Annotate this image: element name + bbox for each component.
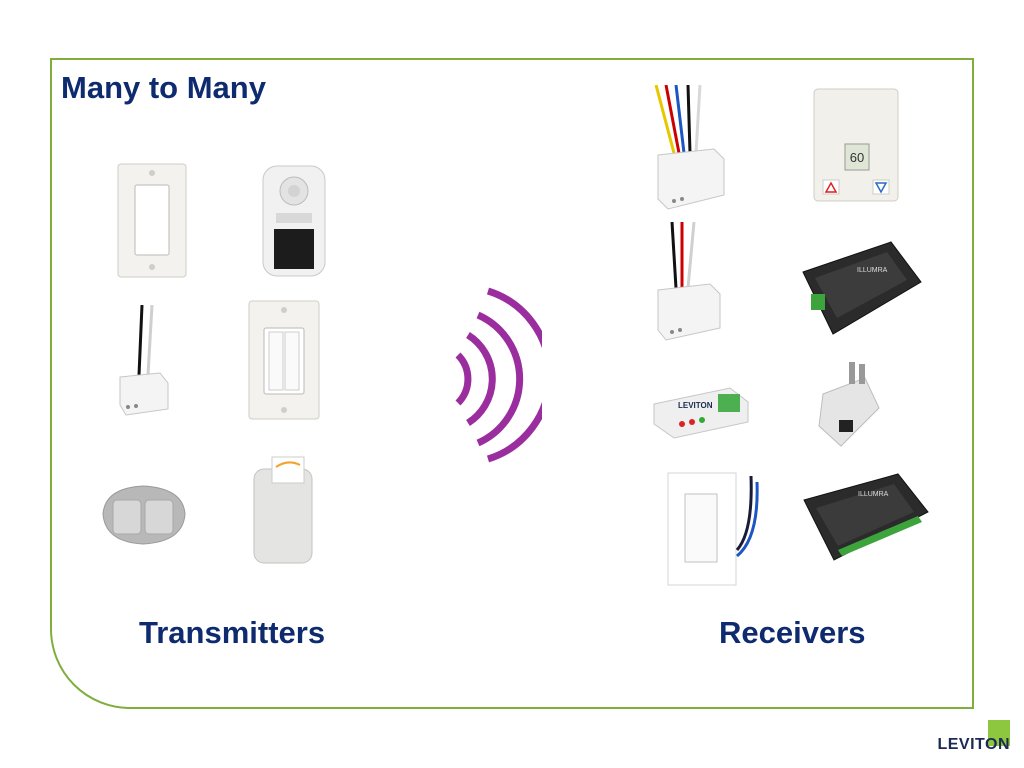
plug-in-receiver-image — [815, 360, 885, 450]
wired-wall-switch-receiver-image — [667, 472, 762, 587]
logo-green-square — [988, 720, 1010, 746]
wireless-signal-icon — [448, 285, 542, 465]
relay-receiver-image: LEVITON — [652, 382, 752, 440]
receivers-label: Receivers — [719, 615, 866, 650]
rocker-switch-image — [117, 163, 187, 278]
illumra-multi-channel-controller-image: ILLUMRA — [798, 470, 933, 565]
keycard-switch-image — [250, 455, 316, 565]
svg-text:ILLUMRA: ILLUMRA — [857, 267, 888, 274]
handheld-remote-image — [95, 478, 191, 550]
svg-text:LEVITON: LEVITON — [678, 401, 713, 410]
dual-rocker-switch-image — [248, 300, 320, 420]
switch-receiver-module-image — [650, 222, 725, 342]
svg-text:ILLUMRA: ILLUMRA — [858, 491, 889, 498]
svg-text:60: 60 — [850, 150, 864, 165]
illumra-controller-image: ILLUMRA — [795, 238, 925, 338]
slide-frame — [50, 58, 974, 709]
thermostat-image: 60 — [813, 88, 899, 202]
transmitters-label: Transmitters — [139, 615, 326, 650]
logo-text: LEVITON — [937, 736, 1010, 753]
slide-title: Many to Many — [61, 70, 266, 105]
relay-receiver-module-image — [648, 85, 728, 215]
leviton-logo: LEVITON — [920, 720, 1010, 758]
wired-transmitter-module-image — [112, 305, 172, 420]
occupancy-sensor-image — [262, 165, 326, 277]
